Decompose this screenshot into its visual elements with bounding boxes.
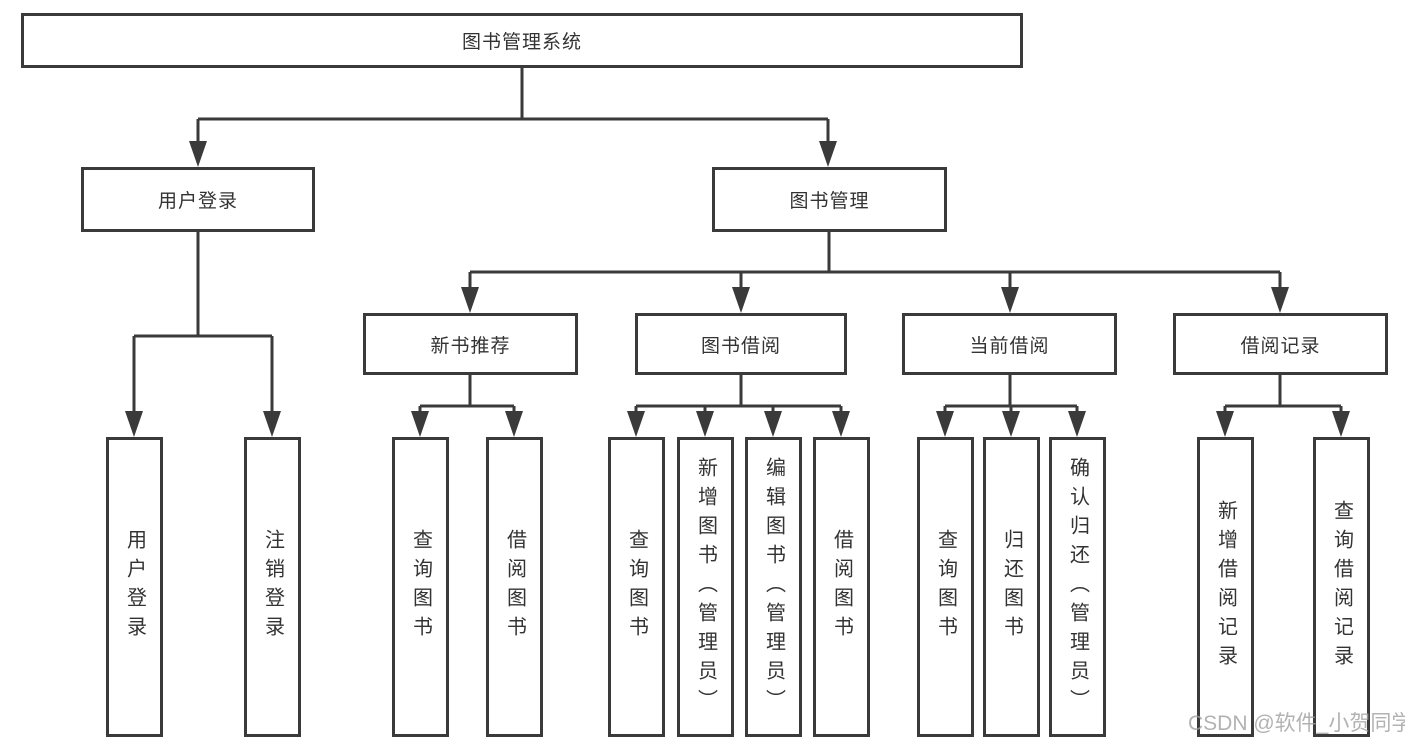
leaf-add-books-admin-label: 新增图书（管理员） — [694, 456, 717, 718]
leaf-user-login-label: 用户登录 — [123, 529, 146, 645]
leaf-return-books: 归还图书 — [983, 437, 1040, 737]
arrowhead-icon — [832, 411, 850, 437]
node-book-management-label: 图书管理 — [789, 191, 870, 212]
leaf-current-query-books: 查询图书 — [917, 437, 974, 737]
node-book-borrowing-label: 图书借阅 — [700, 335, 781, 357]
node-new-book-recommend: 新书推荐 — [363, 313, 578, 375]
leaf-query-borrow-record-label: 查询借阅记录 — [1330, 500, 1353, 674]
node-current-borrowing: 当前借阅 — [902, 313, 1117, 375]
arrowhead-icon — [1271, 287, 1289, 313]
leaf-borrowing-query-books: 查询图书 — [608, 437, 665, 737]
leaf-add-borrow-record-label: 新增借阅记录 — [1214, 500, 1237, 674]
leaf-logout: 注销登录 — [244, 437, 301, 737]
arrowhead-icon — [1332, 411, 1350, 437]
leaf-borrowing-borrow-books-label: 借阅图书 — [830, 529, 853, 645]
leaf-confirm-return-admin: 确认归还（管理员） — [1049, 437, 1106, 737]
arrowhead-icon — [189, 141, 207, 167]
arrowhead-icon — [461, 287, 479, 313]
arrowhead-icon — [1001, 287, 1019, 313]
arrowhead-icon — [819, 141, 837, 167]
leaf-borrowing-borrow-books: 借阅图书 — [813, 437, 870, 737]
leaf-logout-label: 注销登录 — [261, 529, 284, 645]
leaf-user-login: 用户登录 — [106, 437, 163, 737]
leaf-edit-books-admin-label: 编辑图书（管理员） — [762, 456, 785, 718]
node-user-login: 用户登录 — [81, 167, 315, 232]
arrowhead-icon — [764, 411, 782, 437]
leaf-borrowing-query-books-label: 查询图书 — [625, 529, 648, 645]
leaf-current-query-books-label: 查询图书 — [934, 529, 957, 645]
node-book-management: 图书管理 — [712, 167, 947, 232]
csdn-watermark: CSDN @软件_小贺同学 — [1188, 712, 1405, 735]
node-current-borrowing-label: 当前借阅 — [969, 335, 1050, 357]
arrowhead-icon — [263, 411, 281, 437]
leaf-recommend-query-books-label: 查询图书 — [409, 529, 432, 645]
leaf-edit-books-admin: 编辑图书（管理员） — [745, 437, 802, 737]
arrowhead-icon — [936, 411, 954, 437]
node-user-login-label: 用户登录 — [157, 191, 238, 212]
arrowhead-icon — [411, 411, 429, 437]
leaf-add-borrow-record: 新增借阅记录 — [1197, 437, 1254, 737]
arrowhead-icon — [1002, 411, 1020, 437]
leaf-recommend-query-books: 查询图书 — [392, 437, 449, 737]
leaf-recommend-borrow-books-label: 借阅图书 — [503, 529, 526, 645]
leaf-query-borrow-record: 查询借阅记录 — [1313, 437, 1370, 737]
arrowhead-icon — [125, 411, 143, 437]
node-root: 图书管理系统 — [21, 13, 1023, 68]
node-borrow-records-label: 借阅记录 — [1240, 335, 1321, 357]
node-book-borrowing: 图书借阅 — [635, 313, 847, 375]
leaf-return-books-label: 归还图书 — [1000, 529, 1023, 645]
arrowhead-icon — [696, 411, 714, 437]
arrowhead-icon — [505, 411, 523, 437]
arrowhead-icon — [1216, 411, 1234, 437]
arrowhead-icon — [732, 287, 750, 313]
leaf-recommend-borrow-books: 借阅图书 — [486, 437, 543, 737]
arrowhead-icon — [627, 411, 645, 437]
arrowhead-icon — [1068, 411, 1086, 437]
leaf-add-books-admin: 新增图书（管理员） — [677, 437, 734, 737]
leaf-confirm-return-admin-label: 确认归还（管理员） — [1066, 456, 1089, 718]
node-new-book-recommend-label: 新书推荐 — [430, 335, 511, 357]
node-root-label: 图书管理系统 — [461, 32, 582, 53]
node-borrow-records: 借阅记录 — [1173, 313, 1388, 375]
